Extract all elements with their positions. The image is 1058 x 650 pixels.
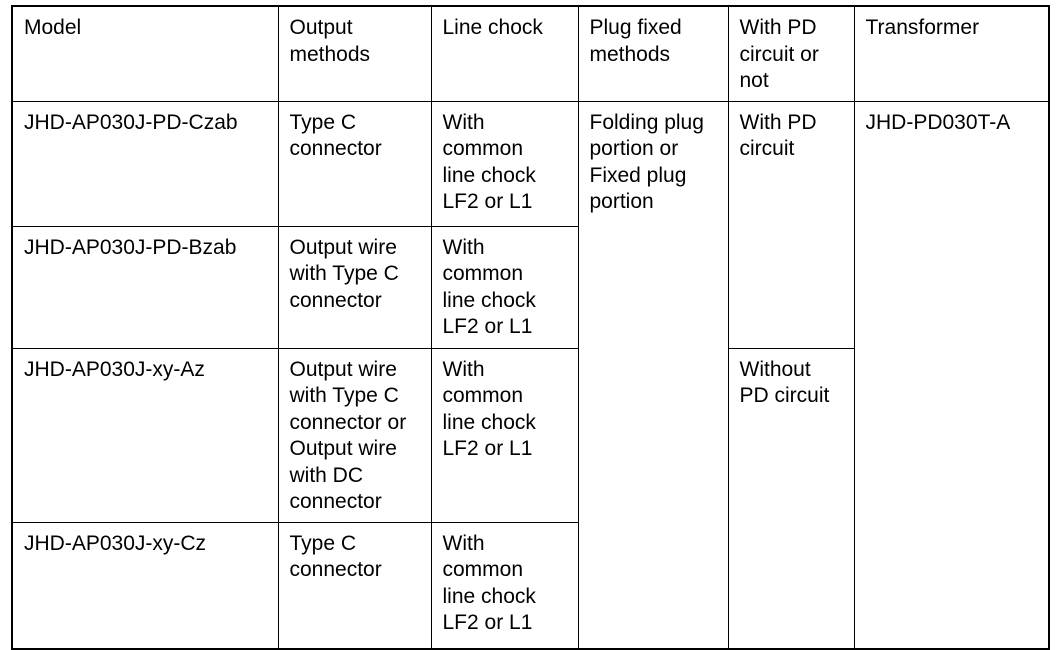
cell-model-value: JHD-AP030J-PD-Czab: [24, 110, 238, 134]
cell-output-methods-value: Output wire with Type C connector or Out…: [289, 357, 407, 514]
column-header-model: Model: [11, 5, 279, 102]
column-header-line-chock: Line chock: [430, 5, 579, 102]
cell-plug-fixed-methods: Folding plug portion or Fixed plug porti…: [577, 100, 729, 649]
cell-line-chock: With common line chock LF2 or L1: [430, 225, 579, 349]
cell-line-chock-value: With common line chock LF2 or L1: [442, 531, 536, 635]
cell-output-methods: Output wire with Type C connector: [277, 225, 432, 349]
cell-model-value: JHD-AP030J-xy-Az: [24, 357, 205, 381]
cell-pd-circuit-with: With PD circuit: [727, 100, 855, 349]
cell-pd-circuit-without-value: Without PD circuit: [739, 357, 830, 408]
cell-line-chock-value: With common line chock LF2 or L1: [442, 235, 536, 339]
cell-line-chock: With common line chock LF2 or L1: [430, 100, 579, 227]
cell-transformer-value: JHD-PD030T-A: [865, 110, 1011, 134]
cell-transformer: JHD-PD030T-A: [853, 100, 1050, 649]
product-specification-table: Model Output methods Line chock Plug fix…: [11, 5, 1050, 650]
column-header-output-methods: Output methods: [277, 5, 432, 102]
column-header-transformer: Transformer: [853, 5, 1050, 102]
cell-line-chock-value: With common line chock LF2 or L1: [442, 357, 536, 461]
table-row: JHD-AP030J-xy-Cz Type C connector With c…: [11, 521, 1049, 649]
cell-line-chock: With common line chock LF2 or L1: [430, 347, 579, 523]
cell-output-methods: Type C connector: [277, 521, 432, 649]
column-header-output-methods-label: Output methods: [289, 16, 371, 66]
cell-model-value: JHD-AP030J-PD-Bzab: [24, 235, 237, 259]
table-row: JHD-AP030J-xy-Az Output wire with Type C…: [11, 347, 1049, 649]
column-header-pd-circuit-label: With PD circuit or not: [739, 16, 819, 92]
cell-model: JHD-AP030J-PD-Bzab: [11, 225, 279, 349]
cell-model: JHD-AP030J-xy-Az: [11, 347, 279, 523]
table-row: JHD-AP030J-PD-Czab Type C connector With…: [11, 100, 1050, 649]
cell-pd-circuit-without: Without PD circuit: [727, 347, 855, 649]
cell-output-methods-value: Type C connector: [289, 110, 382, 161]
table-row: JHD-AP030J-PD-Bzab Output wire with Type…: [11, 225, 1049, 349]
cell-model: JHD-AP030J-PD-Czab: [11, 100, 279, 227]
cell-pd-circuit-with-value: With PD circuit: [739, 110, 817, 161]
column-header-model-label: Model: [24, 16, 82, 39]
column-header-line-chock-label: Line chock: [442, 16, 543, 39]
column-header-transformer-label: Transformer: [865, 16, 980, 39]
cell-output-methods-value: Output wire with Type C connector: [289, 235, 399, 312]
table-header-row: Model Output methods Line chock Plug fix…: [11, 5, 1050, 102]
cell-model-value: JHD-AP030J-xy-Cz: [24, 531, 207, 555]
cell-output-methods: Type C connector: [277, 100, 432, 227]
cell-output-methods: Output wire with Type C connector or Out…: [277, 347, 432, 523]
column-header-pd-circuit: With PD circuit or not: [727, 5, 855, 102]
cell-model: JHD-AP030J-xy-Cz: [11, 521, 279, 649]
cell-line-chock: With common line chock LF2 or L1: [430, 521, 579, 649]
cell-plug-fixed-methods-value: Folding plug portion or Fixed plug porti…: [589, 110, 704, 214]
cell-line-chock-value: With common line chock LF2 or L1: [442, 110, 536, 214]
cell-output-methods-value: Type C connector: [289, 531, 382, 582]
column-header-plug-fixed-methods-label: Plug fixed methods: [589, 16, 682, 66]
column-header-plug-fixed-methods: Plug fixed methods: [577, 5, 729, 102]
